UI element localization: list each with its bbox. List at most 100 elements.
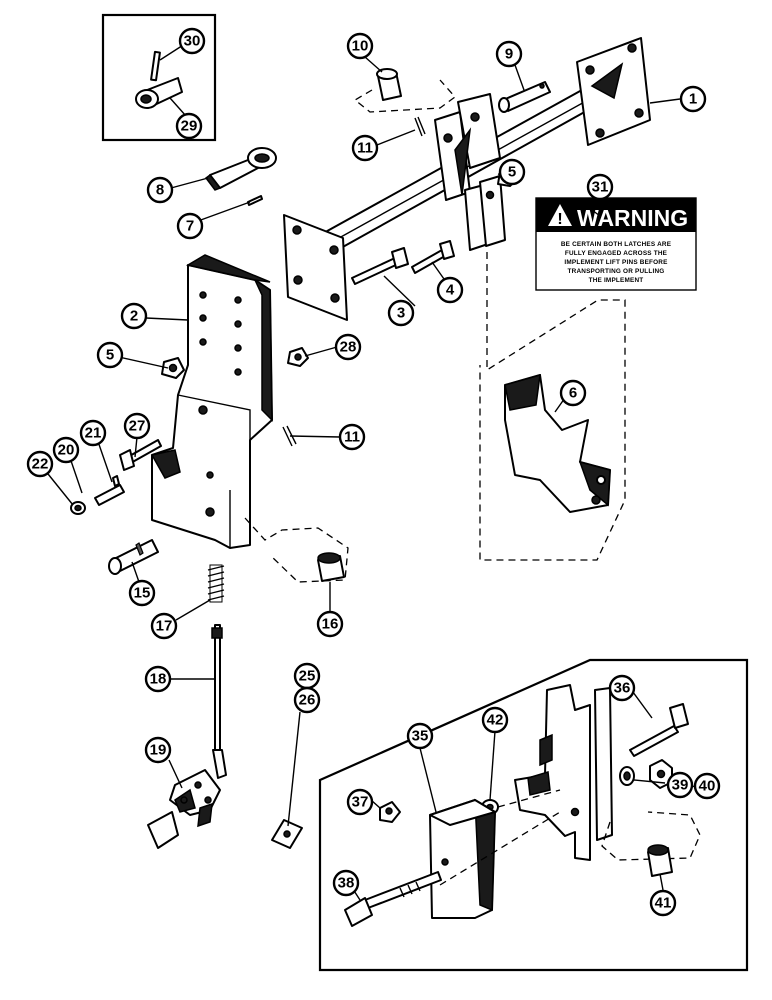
cotter-pin-11-lower <box>282 425 297 447</box>
guide-line-right <box>479 252 626 561</box>
callout-30: 30 <box>178 27 206 55</box>
callout-28: 28 <box>334 333 362 361</box>
callout-label: 11 <box>344 429 360 446</box>
callout-label: 36 <box>614 680 631 697</box>
callout-6: 6 <box>559 379 587 407</box>
callout-5-upper: 5 <box>498 158 526 186</box>
plate-25-26 <box>271 819 303 849</box>
callout-label: 15 <box>134 585 151 602</box>
bolt-27 <box>119 439 162 471</box>
callout-27: 27 <box>123 412 151 440</box>
callout-20: 20 <box>52 436 80 464</box>
hitch-crossbar-tube <box>283 37 651 321</box>
bushing-16 <box>317 552 345 582</box>
callout-label: 37 <box>352 794 369 811</box>
callout-40: 40 <box>693 772 721 800</box>
bushing-10 <box>353 68 456 113</box>
callout-10: 10 <box>346 32 374 60</box>
inset-box-latch-assembly <box>318 658 749 972</box>
callout-label: 42 <box>487 712 504 729</box>
callout-label: 38 <box>338 875 355 892</box>
release-handle-19 <box>147 769 221 849</box>
callout-16: 16 <box>316 610 344 638</box>
callout-18: 18 <box>144 665 172 693</box>
callout-label: 5 <box>106 347 114 364</box>
cotter-pin-11-upper <box>414 116 426 137</box>
callout-37: 37 <box>346 788 374 816</box>
callout-31: 31 <box>586 173 614 201</box>
guide-line-bushing-16 <box>244 517 349 583</box>
callout-26: 26 <box>293 686 321 714</box>
warning-decal: ! WARNING BE CERTAIN BOTH LATCHES ARE FU… <box>535 197 697 291</box>
callout-25: 25 <box>293 662 321 690</box>
pin-20 <box>94 484 125 506</box>
callout-21: 21 <box>79 419 107 447</box>
pin-7 <box>247 195 263 206</box>
callout-label: 10 <box>352 38 369 55</box>
callout-label: 3 <box>397 305 405 322</box>
warning-line-2: FULLY ENGAGED ACROSS THE <box>565 250 668 257</box>
pin-21 <box>112 475 120 487</box>
callout-3: 3 <box>387 299 415 327</box>
nut-5-lower <box>161 357 185 379</box>
callout-label: 31 <box>592 179 609 196</box>
callout-label: 29 <box>181 118 198 135</box>
callout-label: 9 <box>505 46 513 63</box>
callout-label: 11 <box>357 140 373 157</box>
callout-label: 39 <box>672 777 689 794</box>
callout-label: 4 <box>446 282 455 299</box>
latch-link-8 <box>204 147 277 191</box>
svg-text:!: ! <box>557 211 562 228</box>
bolt-3 <box>351 247 409 285</box>
callout-label: 18 <box>150 671 167 688</box>
callout-label: 16 <box>322 616 339 633</box>
latch-housing-2 <box>150 254 273 549</box>
callout-1: 1 <box>679 85 707 113</box>
warning-line-1: BE CERTAIN BOTH LATCHES ARE <box>561 241 672 248</box>
bolt-4 <box>411 240 455 274</box>
callout-38: 38 <box>332 869 360 897</box>
callout-label: 41 <box>655 895 672 912</box>
callout-label: 20 <box>58 442 75 459</box>
callout-7: 7 <box>176 212 204 240</box>
callout-29: 29 <box>175 112 203 140</box>
callout-41: 41 <box>649 889 677 917</box>
callout-label: 21 <box>85 425 102 442</box>
callout-label: 28 <box>340 339 357 356</box>
callout-label: 30 <box>184 33 201 50</box>
callout-15: 15 <box>128 579 156 607</box>
callout-label: 7 <box>186 218 194 235</box>
washer-22 <box>70 501 86 515</box>
callout-36: 36 <box>608 674 636 702</box>
latch-pin-15 <box>108 539 159 575</box>
callout-9: 9 <box>495 40 523 68</box>
warning-line-4: TRANSPORTING OR PULLING <box>568 268 665 275</box>
callout-label: 22 <box>32 456 49 473</box>
callout-label: 1 <box>689 91 697 108</box>
warning-heading: WARNING <box>577 205 688 231</box>
callout-label: 27 <box>129 418 146 435</box>
callout-label: 6 <box>569 385 577 402</box>
nut-28 <box>287 347 309 367</box>
callout-11-lower: 11 <box>338 423 366 451</box>
callout-39: 39 <box>666 771 694 799</box>
warning-line-3: IMPLEMENT LIFT PINS BEFORE <box>564 259 668 266</box>
latch-bracket-6 <box>504 373 611 513</box>
callout-label: 25 <box>299 668 316 685</box>
spring-17 <box>207 564 225 603</box>
callout-8: 8 <box>146 176 174 204</box>
callout-label: 5 <box>508 164 516 181</box>
warning-line-5: THE IMPLEMENT <box>589 277 644 284</box>
callout-17: 17 <box>150 612 178 640</box>
callout-22: 22 <box>26 450 54 478</box>
callout-label: 26 <box>299 692 316 709</box>
release-rod-18 <box>211 624 227 779</box>
callout-label: 17 <box>156 618 173 635</box>
callout-label: 35 <box>412 728 429 745</box>
callout-label: 19 <box>150 742 167 759</box>
callout-label: 40 <box>699 778 716 795</box>
callout-19: 19 <box>144 736 172 764</box>
callout-4: 4 <box>436 276 464 304</box>
lift-pin-9 <box>498 81 551 113</box>
